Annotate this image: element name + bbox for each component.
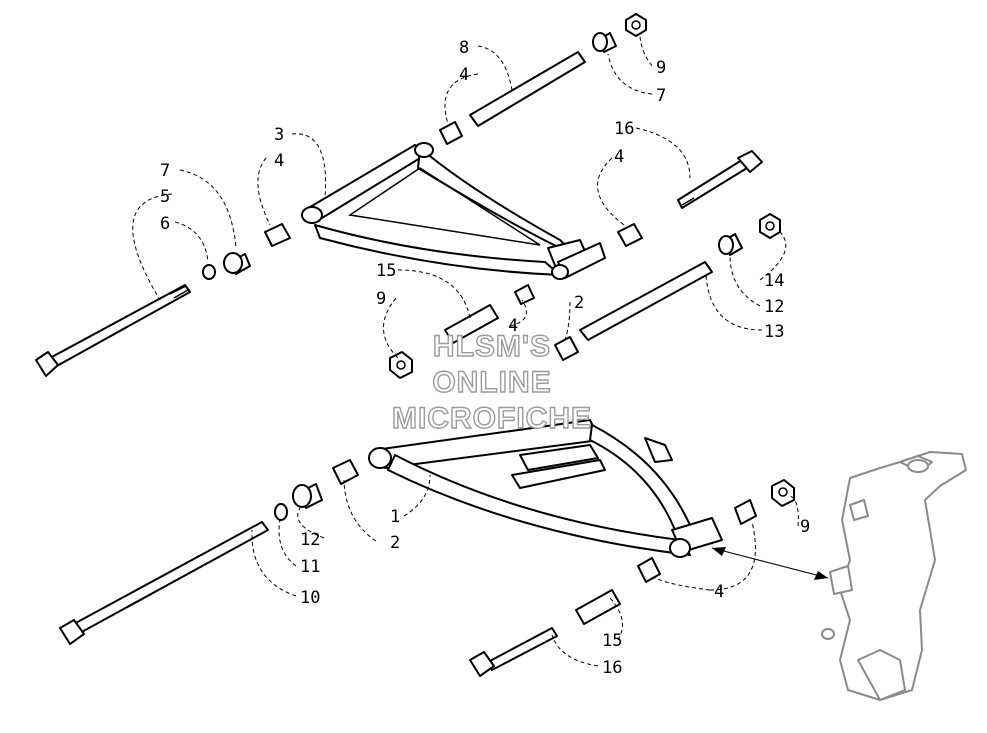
bushing-lower-left <box>332 459 359 485</box>
callout-7: 7 <box>160 161 170 181</box>
bushing-middle-small <box>514 284 535 305</box>
callout-2: 2 <box>390 533 400 553</box>
washer-lower <box>274 503 288 521</box>
callout-11: 11 <box>300 557 320 577</box>
pin-upper <box>469 51 586 127</box>
callout-9: 9 <box>656 58 666 78</box>
long-bolt-upper <box>35 284 191 377</box>
nut-upper-right <box>759 213 781 239</box>
callout-labels: 8 4 9 7 3 4 16 4 7 5 6 15 9 4 2 14 12 13… <box>160 38 810 678</box>
callout-9: 9 <box>376 289 386 309</box>
pin-middle <box>579 261 713 341</box>
callout-16: 16 <box>602 658 622 678</box>
watermark-line-2: ONLINE <box>432 366 551 399</box>
bushing-upper-right <box>617 223 643 247</box>
callout-3: 3 <box>274 125 284 145</box>
watermark-line-1: HLSM'S <box>433 330 551 363</box>
callout-15: 15 <box>376 261 396 281</box>
callout-4: 4 <box>459 65 469 85</box>
callout-4: 4 <box>614 147 624 167</box>
watermark-line-3: MICROFICHE <box>392 402 592 435</box>
callout-7: 7 <box>656 86 666 106</box>
callout-4: 4 <box>714 582 724 602</box>
nut-middle-left <box>389 351 413 379</box>
callout-16: 16 <box>614 119 634 139</box>
flanged-bushing-upper-top <box>592 32 617 53</box>
bolt-upper-right <box>677 150 763 209</box>
bushing-lower-right <box>734 499 757 525</box>
callout-4: 4 <box>274 151 284 171</box>
callout-15: 15 <box>602 631 622 651</box>
callout-1: 1 <box>390 507 400 527</box>
sleeve-middle <box>444 304 499 344</box>
callout-12: 12 <box>764 297 784 317</box>
bushing-upper-top <box>439 121 463 145</box>
callout-9: 9 <box>800 517 810 537</box>
lower-a-arm <box>368 419 723 558</box>
bushing-lower-small <box>637 557 661 583</box>
long-bolt-lower <box>59 521 269 645</box>
washer-upper <box>202 264 216 280</box>
callout-4: 4 <box>508 316 518 336</box>
callout-14: 14 <box>764 271 784 291</box>
bushing-middle <box>554 336 579 361</box>
leader-lines <box>132 33 799 667</box>
callout-12: 12 <box>300 530 320 550</box>
upper-a-arm <box>301 142 606 280</box>
nut-lower-right <box>771 479 795 507</box>
bushing-upper-left <box>264 223 291 247</box>
sleeve-lower <box>575 589 621 625</box>
steering-knuckle <box>821 451 967 701</box>
callout-6: 6 <box>160 214 170 234</box>
assembly-arrow <box>711 547 829 580</box>
watermark: HLSM'S ONLINE MICROFICHE <box>391 329 592 435</box>
callout-5: 5 <box>160 187 170 207</box>
callout-2: 2 <box>574 293 584 313</box>
callout-13: 13 <box>764 322 784 342</box>
flanged-bushing-upper-left <box>223 252 251 275</box>
callout-10: 10 <box>300 588 320 608</box>
bolt-lower <box>469 627 558 677</box>
flanged-bushing-upper-right <box>718 233 743 256</box>
nut-upper-top <box>625 13 647 37</box>
callout-8: 8 <box>459 38 469 58</box>
flanged-bushing-lower <box>292 483 323 509</box>
